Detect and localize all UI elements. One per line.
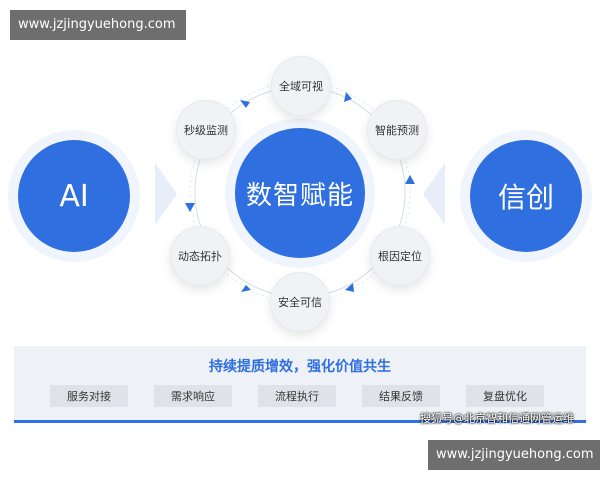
- ring-arrow-1: [240, 100, 250, 108]
- left-arrow-shape: [155, 163, 177, 225]
- chip-demand-response: 需求响应: [154, 385, 232, 407]
- chip-result-feedback: 结果反馈: [362, 385, 440, 407]
- ring-arrow-2: [344, 92, 352, 102]
- value-panel: [14, 346, 586, 420]
- xinchuang-circle: 信创: [470, 140, 582, 252]
- chip-process-execution: 流程执行: [258, 385, 336, 407]
- node-dynamic-topology: 动态拓扑: [170, 226, 230, 286]
- node-label: 智能预测: [375, 124, 419, 137]
- node-global-visibility: 全域可视: [271, 56, 331, 116]
- node-security-trust: 安全可信: [270, 272, 330, 332]
- ring-arrow-5: [241, 285, 251, 292]
- right-arrow-shape: [423, 163, 445, 225]
- ring-arrow-4: [345, 283, 354, 292]
- panel-accent-bar: [14, 420, 586, 423]
- ring-arrow-6: [185, 203, 195, 212]
- watermark-top: www.jzjingyuehong.com: [10, 10, 186, 40]
- center-circle: 数智赋能: [235, 128, 365, 258]
- chip-service-docking: 服务对接: [50, 385, 128, 407]
- xinchuang-label: 信创: [497, 181, 554, 214]
- node-label: 根因定位: [378, 250, 422, 263]
- node-label: 全域可视: [279, 80, 323, 93]
- ai-circle: AI: [18, 140, 130, 252]
- node-second-monitoring: 秒级监测: [176, 100, 236, 160]
- watermark-bottom: www.jzjingyuehong.com: [428, 440, 600, 470]
- ring-outer-dotted: [189, 81, 411, 303]
- node-label: 秒级监测: [184, 124, 228, 137]
- source-credit: 搜狐号@北京智和信通网管运维: [420, 412, 574, 425]
- node-label: 安全可信: [278, 296, 322, 309]
- center-label: 数智赋能: [245, 180, 354, 211]
- node-label: 动态拓扑: [178, 250, 222, 263]
- ai-label: AI: [59, 178, 89, 214]
- node-smart-prediction: 智能预测: [367, 100, 427, 160]
- panel-slogan: 持续提质增效，强化价值共生: [209, 359, 391, 375]
- chip-review-optimization: 复盘优化: [466, 385, 544, 407]
- node-root-cause: 根因定位: [370, 226, 430, 286]
- ring-arrow-3: [405, 175, 415, 184]
